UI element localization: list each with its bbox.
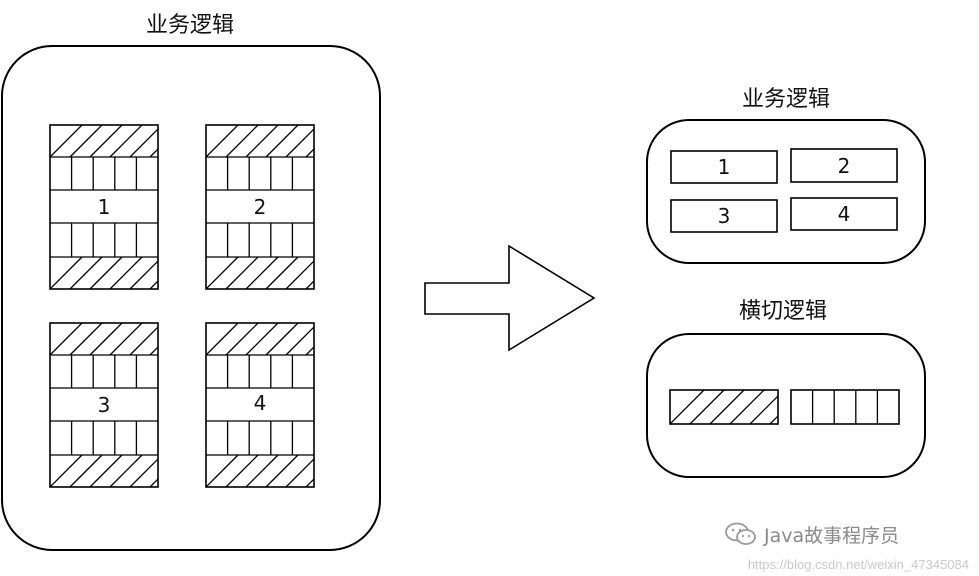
business-module-4-label: 4	[838, 202, 851, 226]
crosscut-logic-title: 横切逻辑	[739, 299, 827, 324]
source-url-watermark: https://blog.csdn.net/weixin_47345084	[747, 557, 969, 572]
crosscut-hatched-block	[669, 389, 779, 425]
business-logic-title: 业务逻辑	[742, 87, 830, 112]
wechat-icon	[725, 522, 756, 545]
module-1: 1	[49, 124, 159, 290]
business-module-4: 4	[790, 197, 898, 231]
wechat-account-name: Java故事程序员	[764, 524, 900, 547]
wechat-account-tag: Java故事程序员	[724, 520, 974, 548]
crosscut-logic-container	[646, 333, 926, 478]
module-3-label: 3	[98, 393, 111, 417]
left-panel-title: 业务逻辑	[146, 13, 234, 38]
business-module-1: 1	[670, 150, 778, 184]
transform-arrow	[424, 244, 596, 352]
module-4: 4	[205, 322, 315, 488]
business-logic-container	[646, 119, 926, 264]
business-module-2: 2	[790, 148, 898, 183]
module-2: 2	[205, 124, 315, 290]
business-module-3: 3	[670, 199, 778, 233]
left-panel-container	[1, 45, 381, 551]
crosscut-striped-block	[790, 389, 900, 425]
business-module-1-label: 1	[718, 155, 731, 179]
module-3: 3	[49, 322, 159, 488]
business-module-3-label: 3	[718, 204, 731, 228]
business-module-2-label: 2	[838, 154, 851, 178]
module-1-label: 1	[98, 195, 111, 219]
module-2-label: 2	[254, 195, 267, 219]
module-4-label: 4	[254, 391, 267, 415]
